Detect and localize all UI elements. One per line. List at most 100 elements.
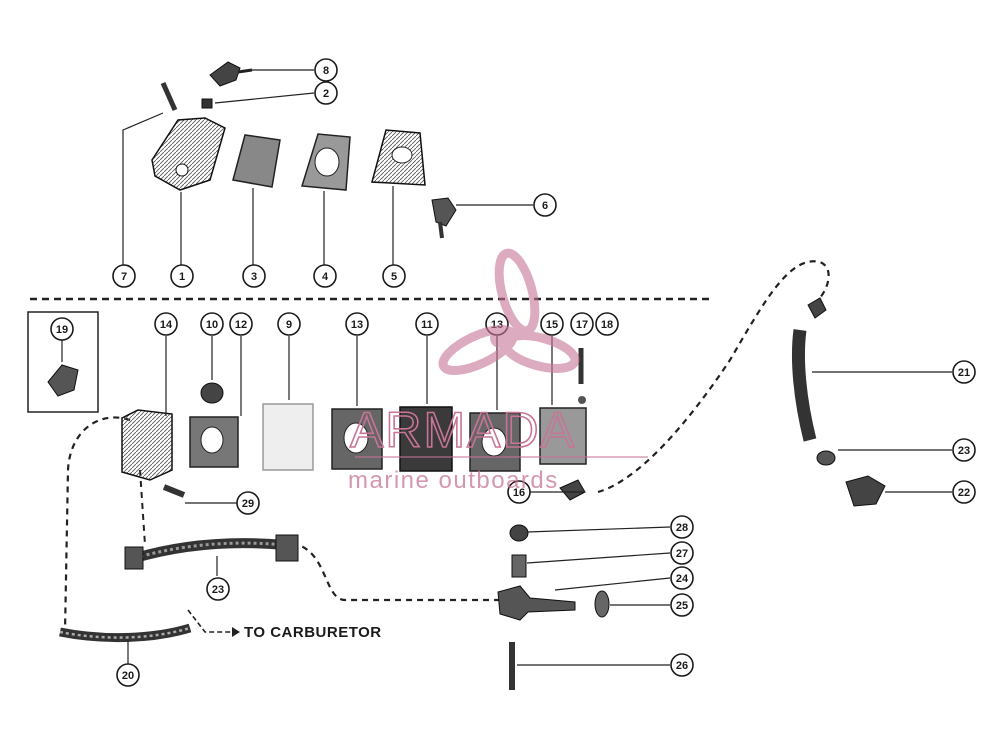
callout-2: 2 [314, 81, 338, 105]
callout-number: 17 [576, 319, 588, 331]
callout-number: 20 [122, 670, 134, 682]
callout-number: 9 [286, 319, 292, 331]
callout-circle [533, 193, 557, 217]
fuel-flow-path-lower [269, 541, 500, 602]
callout-circle [112, 264, 136, 288]
callout-number: 6 [542, 200, 548, 212]
callout-15: 15 [540, 312, 564, 336]
callout-circle [670, 515, 694, 539]
watermark-brand: ARMADA [350, 402, 576, 458]
part-nut-2 [201, 98, 213, 109]
callout-circle [595, 312, 619, 336]
callout-circle [242, 264, 266, 288]
callout-17: 17 [570, 312, 594, 336]
callout-circle [670, 593, 694, 617]
callout-26: 26 [670, 653, 694, 677]
callout-circle [229, 312, 253, 336]
callout-18: 18 [595, 312, 619, 336]
callout-number: 14 [160, 319, 173, 331]
callout-circle [314, 81, 338, 105]
part-fitting-22 [845, 475, 886, 507]
callout-number: 28 [676, 522, 688, 534]
callout-circle [570, 312, 594, 336]
part-pump-cover-1 [151, 117, 226, 191]
callout-circle [236, 491, 260, 515]
part-fitting-16 [559, 479, 586, 501]
callout-number: 22 [958, 487, 970, 499]
part-screw-29 [162, 484, 186, 498]
callout-number: 10 [206, 319, 218, 331]
callout-number: 12 [235, 319, 247, 331]
part-clamp-23b [816, 450, 836, 466]
callout-20: 20 [116, 663, 140, 687]
part-pump-body-14 [121, 409, 173, 481]
part-housing-5 [371, 129, 426, 186]
callout-29: 29 [236, 491, 260, 515]
part-fitting-6 [431, 197, 457, 239]
callout-number: 2 [323, 88, 329, 100]
callout-number: 5 [391, 271, 397, 283]
callout-7: 7 [112, 264, 136, 288]
callout-circle [206, 577, 230, 601]
callout-number: 23 [212, 584, 224, 596]
callout-number: 23 [958, 445, 970, 457]
callout-12: 12 [229, 312, 253, 336]
callout-24: 24 [670, 566, 694, 590]
callout-circle [952, 480, 976, 504]
callout-circle [952, 360, 976, 384]
callout-number: 26 [676, 660, 688, 672]
carb-arrow-head [232, 627, 240, 637]
callout-circle [670, 653, 694, 677]
part-nut-10 [200, 382, 224, 404]
part-clamp-top [807, 297, 827, 319]
part-box-19 [27, 311, 99, 413]
callout-number: 27 [676, 548, 688, 560]
callout-circle [670, 566, 694, 590]
callout-circle [200, 312, 224, 336]
part-cover-15 [539, 407, 587, 465]
callout-23: 23 [952, 438, 976, 462]
part-diaphragm-11 [399, 406, 453, 472]
callout-6: 6 [533, 193, 557, 217]
callout-14: 14 [154, 312, 178, 336]
callout-circle [314, 58, 338, 82]
part-gasket-3 [232, 134, 281, 188]
watermark-tagline: marine outboards [348, 467, 559, 494]
callout-8: 8 [314, 58, 338, 82]
callout-4: 4 [313, 264, 337, 288]
callout-number: 16 [513, 487, 525, 499]
part-gasket-12 [189, 416, 239, 468]
callout-circle [345, 312, 369, 336]
callout-number: 25 [676, 600, 688, 612]
callout-5: 5 [382, 264, 406, 288]
callout-27: 27 [670, 541, 694, 565]
callout-number: 11 [421, 319, 433, 331]
callout-number: 19 [56, 324, 68, 336]
callout-circle [154, 312, 178, 336]
callout-number: 18 [601, 319, 613, 331]
part-hose-23a [124, 534, 299, 570]
callout-13: 13 [345, 312, 369, 336]
callout-number: 8 [323, 65, 329, 77]
part-seal-25 [594, 590, 610, 618]
callout-circle [382, 264, 406, 288]
callout-circle [670, 541, 694, 565]
callout-number: 1 [179, 271, 185, 283]
part-valve-24 [497, 585, 576, 621]
callout-9: 9 [277, 312, 301, 336]
part-washer-18 [578, 396, 586, 404]
callout-circle [952, 438, 976, 462]
part-elbow-fitting-8 [209, 61, 253, 87]
callout-circle [277, 312, 301, 336]
callout-circle [170, 264, 194, 288]
callout-number: 3 [251, 271, 257, 283]
callout-number: 7 [121, 271, 127, 283]
propeller-logo-icon [438, 248, 580, 375]
callout-23: 23 [206, 577, 230, 601]
callout-circle [313, 264, 337, 288]
callout-circle [50, 317, 74, 341]
leader-lines [61, 69, 952, 666]
callout-19: 19 [50, 317, 74, 341]
